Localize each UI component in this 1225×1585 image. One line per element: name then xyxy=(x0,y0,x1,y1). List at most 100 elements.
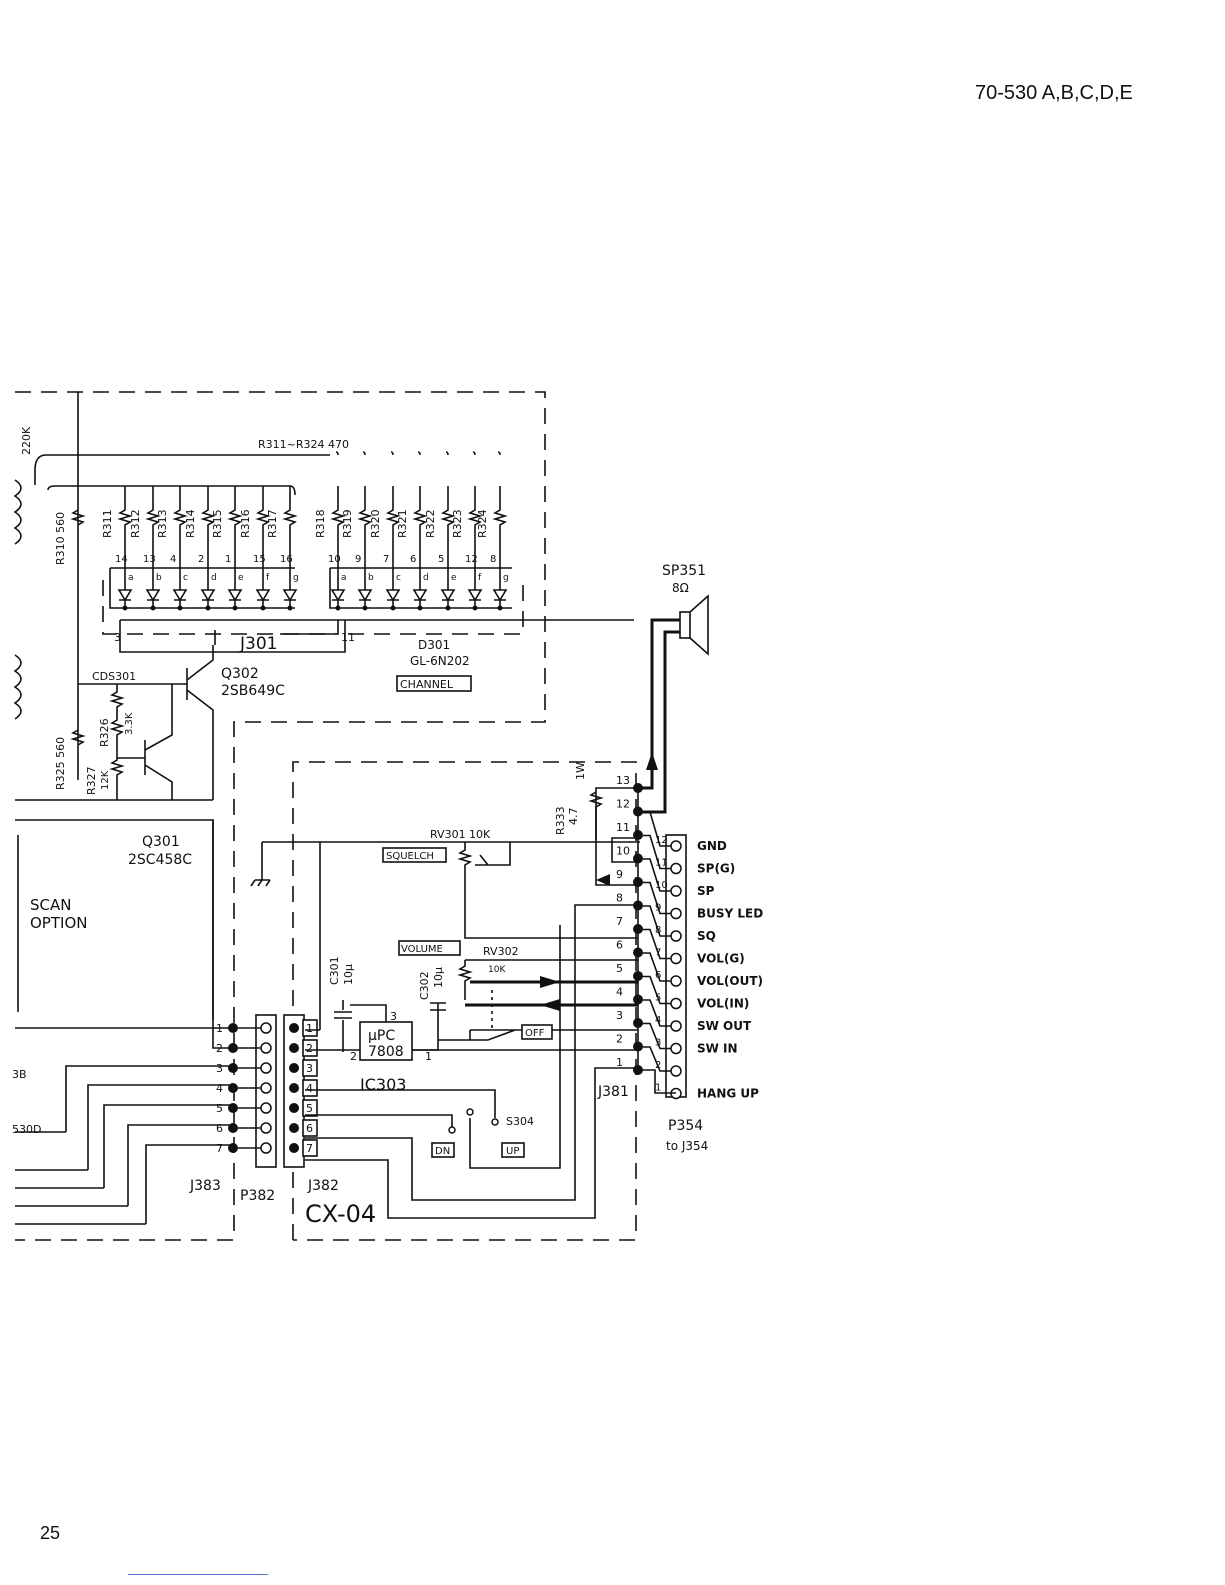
led-segment-diode xyxy=(412,568,428,608)
p354-pin xyxy=(670,862,682,875)
cds301-label: CDS301 xyxy=(92,670,136,683)
j381-label: J381 xyxy=(597,1084,629,1100)
resistor-label: R321 xyxy=(396,509,409,538)
power-switch-wire xyxy=(469,1029,638,1041)
j382-pin-number: 3 xyxy=(306,1062,313,1075)
resistor-r324 xyxy=(492,486,508,568)
led-segment-diode xyxy=(440,568,456,608)
j381-p354-link xyxy=(643,834,671,870)
off-label-box xyxy=(521,1024,553,1040)
resistor-r323 xyxy=(467,486,483,568)
display-pin-label: 8 xyxy=(490,554,496,565)
resistor-r317 xyxy=(282,486,298,568)
segment-label: d xyxy=(423,573,429,583)
j381-p354-link xyxy=(643,881,671,915)
cx04-board-outline xyxy=(292,761,637,1241)
speaker-leads xyxy=(638,618,680,814)
j382-pin7-return xyxy=(305,1067,638,1219)
j381-pin-number: 13 xyxy=(616,774,630,787)
bus-tap xyxy=(417,451,421,456)
volume-label-box xyxy=(398,940,461,956)
resistor-label: R319 xyxy=(341,509,354,538)
p382-pin xyxy=(260,1102,272,1114)
j382-pin-dot xyxy=(289,1103,299,1113)
p354-pin-number: 10 xyxy=(655,880,668,891)
j382-pin-box xyxy=(302,1059,318,1077)
resistor-label: R316 xyxy=(239,509,252,538)
j383-pin-number: 4 xyxy=(216,1082,223,1095)
p382-pin xyxy=(260,1122,272,1134)
edge-label-1: 3B xyxy=(12,1068,27,1081)
led-segment-diode xyxy=(282,568,298,608)
j381-pin-number: 9 xyxy=(616,868,623,881)
ic303-body xyxy=(359,1021,413,1061)
j381-pin-number: 12 xyxy=(616,798,630,811)
speaker-lead-arrow xyxy=(646,752,658,770)
p354-signal-label: VOL(OUT) xyxy=(697,974,763,988)
j383-pin-number: 5 xyxy=(216,1102,223,1115)
resistor-r320 xyxy=(385,486,401,568)
resistor-label: R324 xyxy=(476,509,489,538)
display-pin-label: 9 xyxy=(355,554,361,565)
segment-label: b xyxy=(156,573,162,583)
p354-signal-label: SW OUT xyxy=(697,1019,752,1033)
s304-label: S304 xyxy=(506,1115,534,1128)
rv302-value: 10K xyxy=(488,965,506,975)
display-pin-label: 12 xyxy=(465,554,478,565)
channel-label-box xyxy=(396,675,472,692)
rv302-label: RV302 xyxy=(483,945,519,958)
c301-value: 10μ xyxy=(342,964,355,985)
display-pin-label: 16 xyxy=(280,554,293,565)
resistor-label: R315 xyxy=(211,509,224,538)
ic303-ref: IC303 xyxy=(360,1075,406,1094)
led-segment-diode xyxy=(385,568,401,608)
led-common-rails xyxy=(109,567,512,609)
r333-symbol xyxy=(588,791,604,840)
r333-value: 4.7 xyxy=(567,808,580,826)
segment-label: g xyxy=(293,573,299,583)
p382-pin xyxy=(260,1142,272,1154)
j382-pin-number: 2 xyxy=(306,1042,313,1055)
p354-signal-label: VOL(IN) xyxy=(697,997,749,1011)
j382-pin-box xyxy=(302,1099,318,1117)
cds-r326-chain xyxy=(109,684,125,800)
c301-lead xyxy=(305,842,321,1031)
p354-pin-number: 1 xyxy=(655,1083,661,1094)
channel-resistor-group: R31114aR31213bR3134cR3142dR3151eR31615fR… xyxy=(101,451,509,583)
led-segment-diode xyxy=(255,568,271,608)
led-segment-diode xyxy=(492,568,508,608)
squelch-label-box xyxy=(382,847,447,863)
resistor-label: R318 xyxy=(314,509,327,538)
p354-signal-label: BUSY LED xyxy=(697,907,763,921)
display-pin-label: 4 xyxy=(170,554,176,565)
up-label: UP xyxy=(506,1146,519,1157)
vol-in-arrow xyxy=(540,999,560,1011)
left-edge-arcs xyxy=(13,479,22,720)
squelch-label: SQUELCH xyxy=(386,851,434,862)
edge-label-2: 530D xyxy=(12,1123,41,1136)
c302-ref: C302 xyxy=(418,971,431,1000)
r333-watt: 1W xyxy=(574,762,587,780)
vol-out-arrow xyxy=(540,976,560,988)
resistor-r319 xyxy=(357,486,373,568)
j383-pin-number: 7 xyxy=(216,1142,223,1155)
j381-p354-link xyxy=(643,1046,671,1072)
r327-label: R327 xyxy=(85,766,98,795)
j382-pin-number: 4 xyxy=(306,1082,313,1095)
led-segment-diode xyxy=(172,568,188,608)
j381-pin-number: 3 xyxy=(616,1009,623,1022)
speaker-cone xyxy=(689,594,709,656)
display-pin-label: 7 xyxy=(383,554,389,565)
j382-label: J382 xyxy=(307,1178,339,1194)
p354-pin xyxy=(670,997,682,1010)
segment-label: b xyxy=(368,573,374,583)
segment-label: f xyxy=(266,573,270,583)
p354-pin xyxy=(670,840,682,852)
j381-p354-link xyxy=(643,928,671,960)
p354-pin xyxy=(670,1020,682,1032)
j382-pin-box xyxy=(302,1119,318,1137)
sp-arrow xyxy=(596,874,610,886)
